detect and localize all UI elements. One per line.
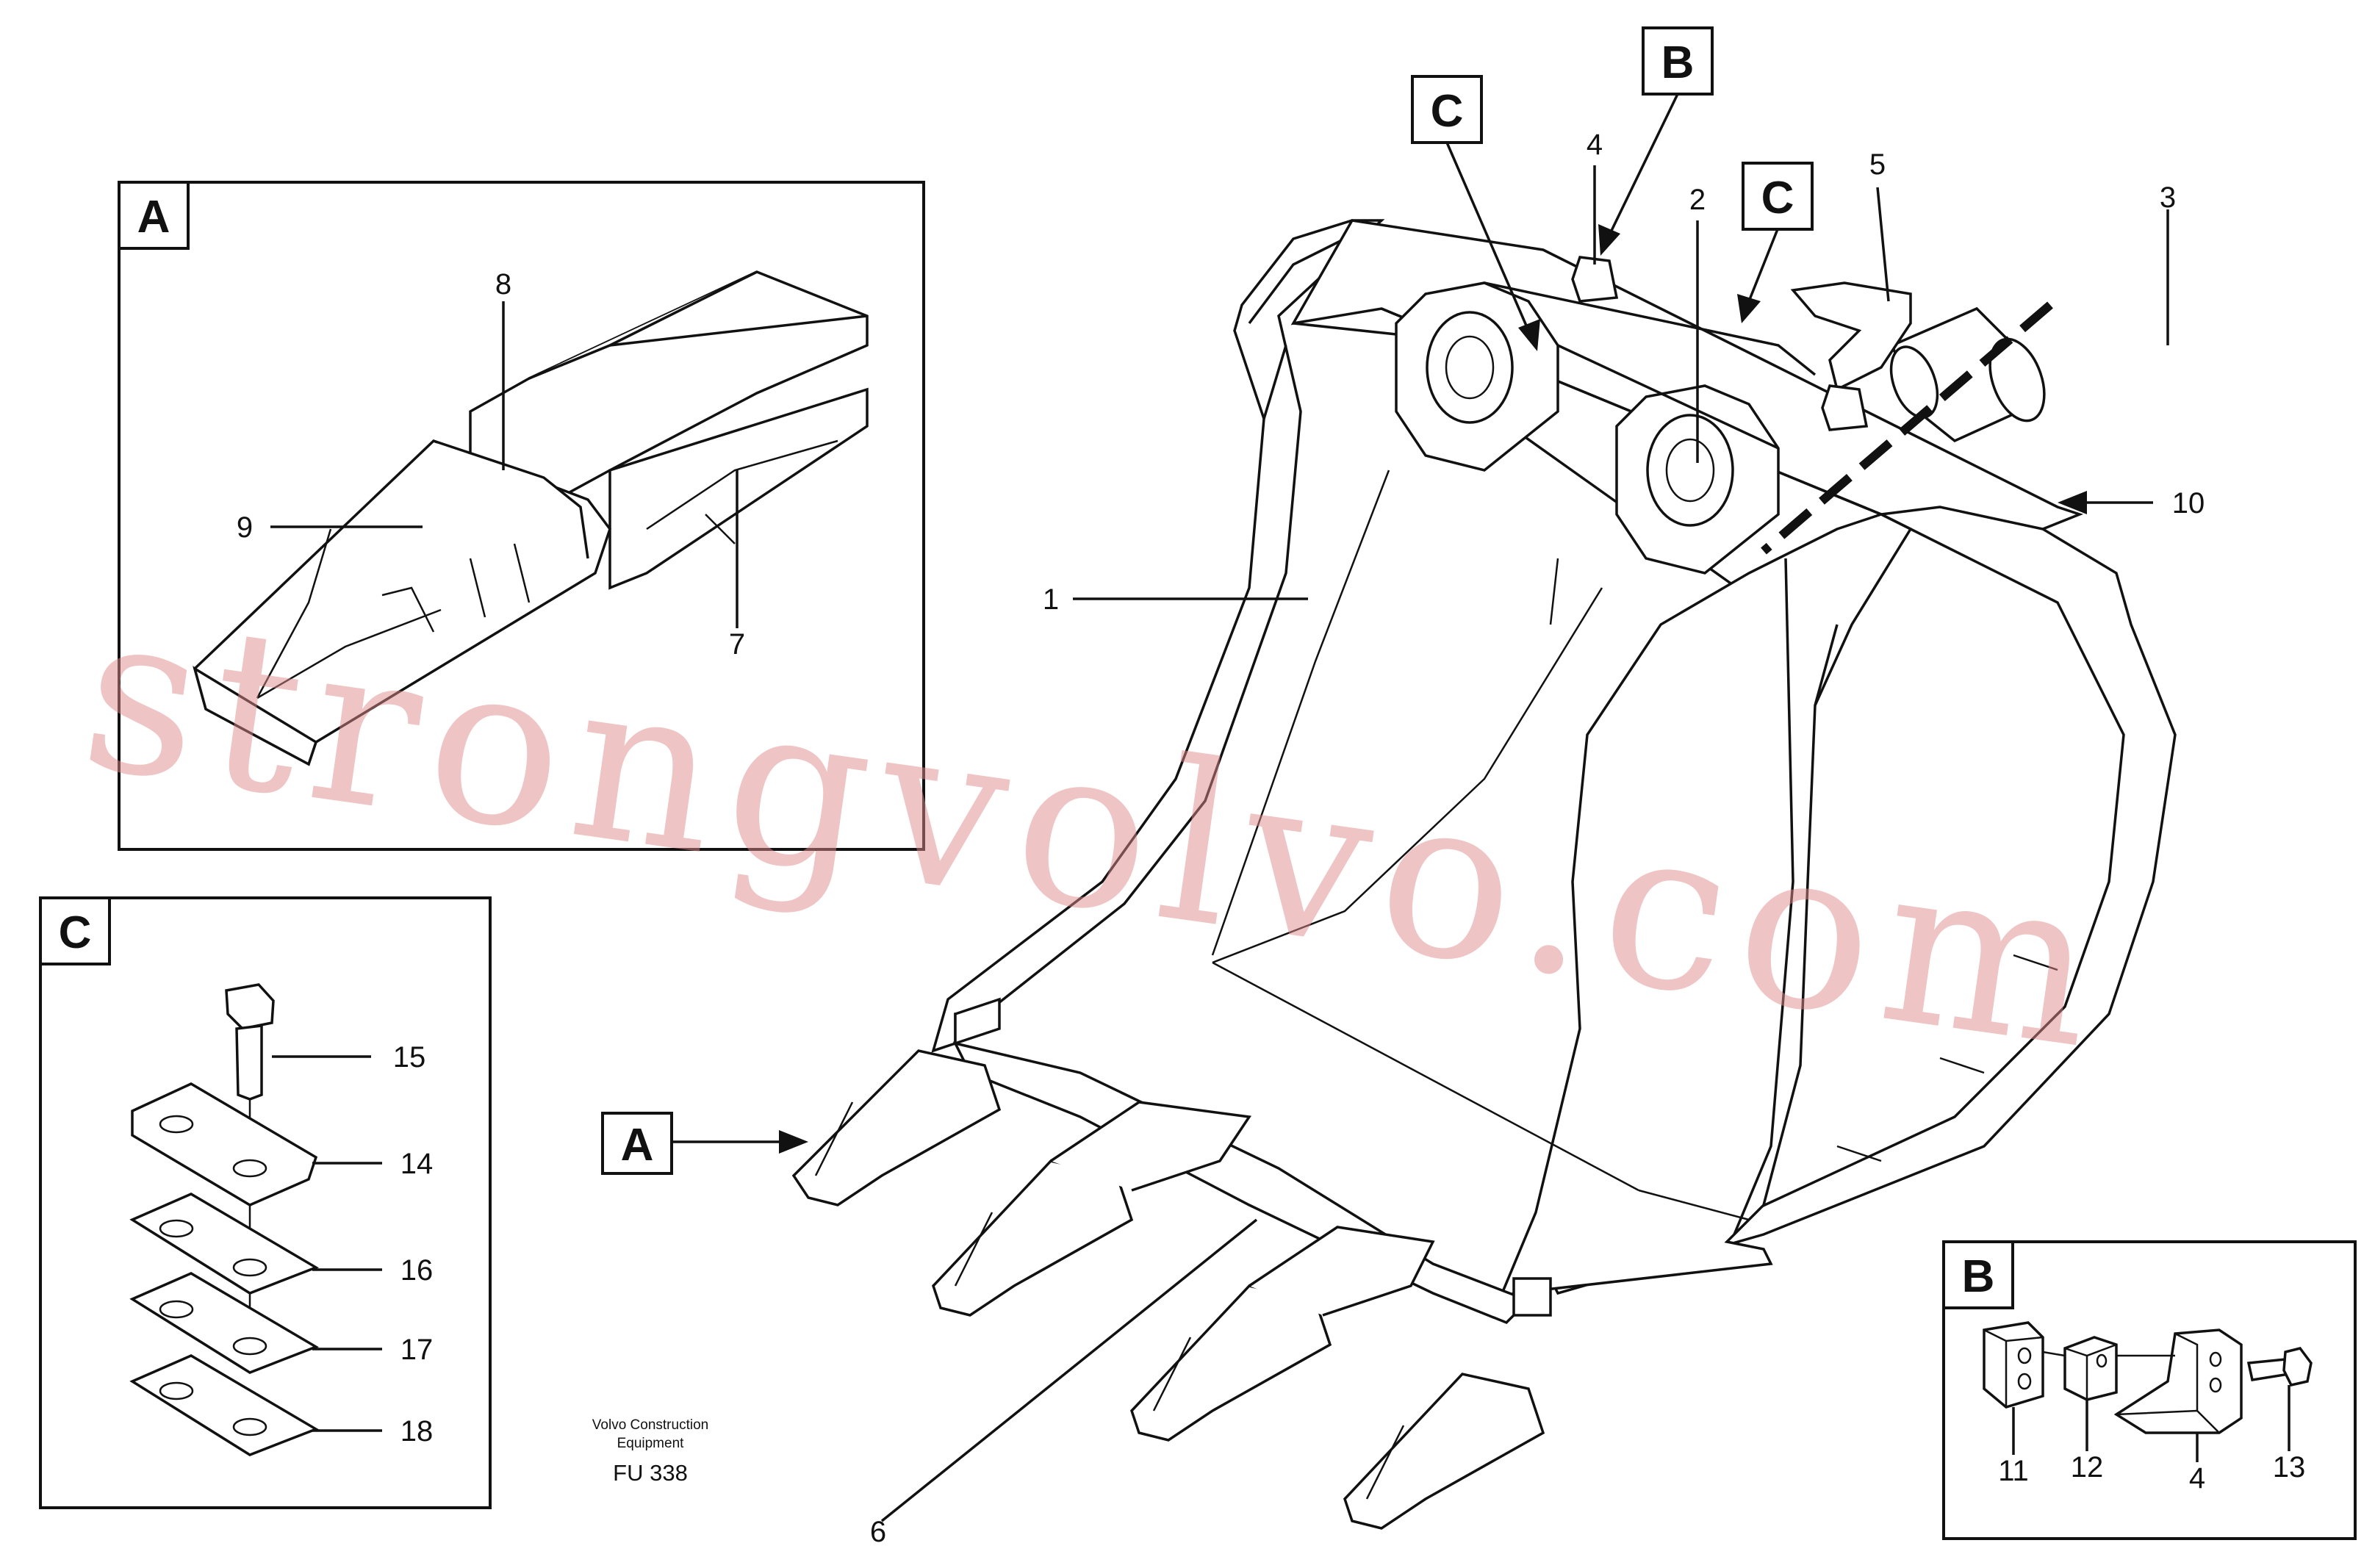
caption-line1: Volvo Construction: [592, 1417, 708, 1433]
callout-4: 4: [1587, 129, 1603, 161]
hook-drawing: [1790, 281, 1912, 392]
ref-label-c2: C: [1761, 173, 1794, 223]
ref-arrow-c2-line: [1747, 229, 1779, 302]
callout-13: 13: [2273, 1451, 2306, 1484]
caption-line2: Equipment: [617, 1436, 685, 1451]
caption: Volvo Construction Equipment FU 338: [592, 1417, 708, 1486]
callout-10: 10: [2172, 487, 2205, 519]
ref-arrow-b-head: [1598, 224, 1620, 256]
part-12-drawing: [2063, 1336, 2118, 1401]
leader-5: [1876, 187, 1890, 302]
detail-b-label: B: [1962, 1251, 1995, 1302]
callout-4-b: 4: [2189, 1462, 2205, 1495]
ref-arrow-b-line: [1608, 93, 1679, 236]
detail-b-frame: [1942, 1240, 2357, 1540]
detail-c-label: C: [59, 907, 92, 958]
ref-label-b: B: [1661, 37, 1695, 88]
ref-arrow-c2-head: [1737, 294, 1761, 323]
ref-label-c1: C: [1431, 86, 1464, 137]
arrow-10: [2058, 491, 2087, 514]
callout-5: 5: [1869, 148, 1886, 181]
callout-8: 8: [495, 268, 511, 301]
ref-box-a: [601, 1112, 673, 1175]
plate-17: [129, 1272, 319, 1374]
ref-arrow-a-head: [779, 1130, 808, 1154]
ref-arrow-c1-head: [1518, 319, 1540, 351]
detail-a-label: A: [137, 192, 170, 242]
wedge-mid: [1821, 384, 1869, 431]
callout-12: 12: [2071, 1451, 2104, 1484]
callout-16: 16: [400, 1254, 434, 1287]
ref-label-a: A: [621, 1120, 654, 1170]
part-11-drawing: [1983, 1321, 2044, 1409]
callout-18: 18: [400, 1415, 434, 1447]
tooth-drawing: [193, 439, 611, 766]
callout-6: 6: [870, 1516, 886, 1548]
leader-6: [880, 1218, 1258, 1522]
mounting-brackets: [1395, 281, 1817, 575]
detail-c-frame: [39, 896, 492, 1509]
detail-a-label-box: [118, 181, 190, 250]
bucket-teeth: [791, 1049, 1545, 1530]
detail-b-label-box: [1942, 1240, 2014, 1309]
callout-3: 3: [2160, 181, 2176, 214]
wedge-top: [1571, 256, 1619, 303]
detail-c: C 1: [39, 896, 492, 1509]
callout-9: 9: [237, 511, 253, 544]
callout-17: 17: [400, 1334, 434, 1366]
callout-14: 14: [400, 1148, 434, 1180]
plate-16: [129, 1193, 319, 1295]
callout-7: 7: [729, 628, 745, 661]
callout-11: 11: [1998, 1455, 2029, 1487]
part-13-drawing: [2246, 1347, 2313, 1387]
part-4-drawing: [2113, 1328, 2243, 1434]
ref-arrow-c1-line: [1445, 142, 1530, 331]
detail-b: B 11 12: [1942, 1240, 2357, 1540]
bolt-drawing: [225, 983, 275, 1330]
detail-a-frame: [118, 181, 925, 851]
callout-1: 1: [1043, 583, 1059, 616]
callout-2: 2: [1689, 184, 1706, 216]
pin-axis: [1761, 301, 2053, 555]
callout-15: 15: [393, 1041, 426, 1073]
caption-code: FU 338: [613, 1460, 688, 1486]
plate-18: [129, 1354, 319, 1456]
adapter-drawing: [469, 270, 869, 590]
detail-c-label-box: [39, 896, 111, 965]
bucket-drawing: 1 2 3 4 5 6 10 A B C C: [601, 26, 2205, 1548]
plate-14: [131, 1082, 318, 1206]
detail-a: A 8 9 7: [118, 181, 925, 851]
